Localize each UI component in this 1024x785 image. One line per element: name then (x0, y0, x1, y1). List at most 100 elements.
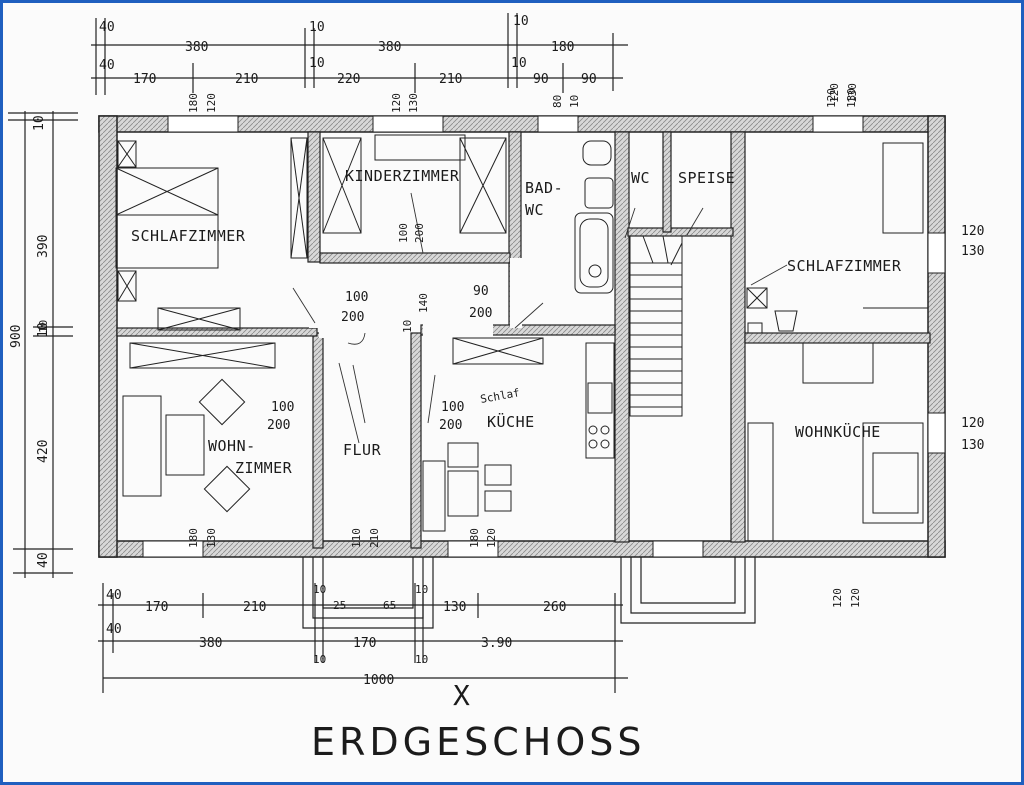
dim-door-4: 100 (345, 290, 368, 305)
dim-top2-5: 210 (439, 72, 462, 87)
dim-bottom2-1: 380 (199, 636, 222, 651)
top-dimension-lines (91, 13, 628, 95)
dim-right-1: 130 (961, 244, 984, 259)
bottom-dimension-lines (98, 583, 628, 693)
dim-right-5: 130 (846, 83, 859, 103)
room-label-wohnzimmer-2: ZIMMER (235, 459, 293, 477)
dim-left-4: 420 (36, 440, 51, 463)
dim-bottom1-7: 130 (443, 600, 466, 615)
dim-bottom1-2: 210 (243, 600, 266, 615)
dim-bottom1-8: 260 (543, 600, 566, 615)
dim-bright-0: 120 (831, 588, 844, 608)
dim-window-3: 130 (407, 93, 420, 113)
kitchen-furniture (422, 337, 615, 532)
left-dimension-lines (8, 111, 78, 578)
dim-window-2: 120 (390, 93, 403, 113)
plan-title: ERDGESCHOSS (311, 720, 646, 764)
dim-top2-3: 10 (309, 56, 325, 71)
dim-bottom2-2: 10 (313, 653, 326, 666)
dim-door-0: 100 (397, 223, 410, 243)
dim-right-0: 120 (961, 224, 984, 239)
room-label-kueche: KÜCHE (487, 412, 535, 431)
dim-window-4: 80 (551, 95, 564, 108)
dim-door-12: 10 (37, 320, 50, 333)
dim-top1-3: 380 (378, 40, 401, 55)
room-label-wohnzimmer: WOHN- (208, 437, 256, 455)
dim-left-3: 10 (36, 322, 51, 338)
room-label-wc: WC (631, 169, 650, 187)
dim-bwin-3: 210 (368, 528, 381, 548)
dim-bottom2-5: 3.90 (481, 636, 512, 651)
dim-bwin-5: 120 (485, 528, 498, 548)
dim-bwin-1: 130 (205, 528, 218, 548)
living-room-furniture (122, 342, 276, 513)
dim-bottom1-1: 170 (145, 600, 168, 615)
room-label-schlafzimmer-right: SCHLAFZIMMER (787, 257, 902, 275)
dim-top2-8: 90 (581, 72, 597, 87)
dim-left-1: 390 (36, 235, 51, 258)
inner-walls (116, 131, 931, 549)
dim-top2-1: 170 (133, 72, 156, 87)
dim-bottom1-4: 25 (333, 599, 346, 612)
dim-door-1: 200 (413, 223, 426, 243)
room-label-bad-wc: WC (525, 201, 544, 219)
dim-top2-7: 90 (533, 72, 549, 87)
bathroom-fixtures (574, 140, 614, 294)
dim-bottom2-0: 40 (106, 622, 122, 637)
floor-plan-drawing: SCHLAFZIMMER KINDERZIMMER BAD- WC WC SPE… (8, 13, 984, 764)
bedroom-furniture (115, 137, 308, 331)
dim-bright-1: 120 (849, 588, 862, 608)
dim-door-7: 200 (267, 418, 290, 433)
dim-bottom-total: 1000 (363, 673, 394, 688)
dim-door-10: 10 (401, 320, 414, 333)
dim-top1-0: 40 (99, 20, 115, 35)
room-label-flur: FLUR (343, 441, 382, 459)
dim-top1-4: 10 (513, 14, 529, 29)
dim-bwin-4: 180 (468, 528, 481, 548)
dim-right-3: 130 (961, 438, 984, 453)
dim-left-2: 900 (9, 325, 24, 348)
dim-door-9: 200 (439, 418, 462, 433)
room-label-schlafzimmer-left: SCHLAFZIMMER (131, 227, 246, 245)
dim-window-5: 10 (568, 95, 581, 108)
dim-bwin-0: 180 (187, 528, 200, 548)
dim-door-2: 90 (473, 284, 489, 299)
dim-right-4: 120 (828, 83, 841, 103)
dim-door-11: 140 (417, 293, 430, 313)
dim-bottom1-6: 10 (415, 583, 428, 596)
title-mark: X (453, 679, 470, 712)
door-swing-sketches (292, 192, 788, 444)
dim-window-1: 120 (205, 93, 218, 113)
right-unit-furniture (746, 142, 928, 542)
entrance-steps (302, 557, 756, 629)
staircase (629, 235, 683, 417)
kitchen-handwritten-note: Schlaf (479, 386, 520, 406)
dim-bottom1-5: 65 (383, 599, 396, 612)
dim-bwin-2: 110 (350, 528, 363, 548)
dim-top1-5: 180 (551, 40, 574, 55)
dim-top1-1: 380 (185, 40, 208, 55)
dim-top2-4: 220 (337, 72, 360, 87)
room-label-bad: BAD- (525, 179, 563, 197)
dim-left-5: 40 (36, 552, 51, 568)
door-openings (309, 258, 522, 338)
dim-bottom1-0: 40 (106, 588, 122, 603)
dim-top2-2: 210 (235, 72, 258, 87)
dim-window-0: 180 (187, 93, 200, 113)
dim-top2-0: 40 (99, 58, 115, 73)
dim-door-8: 100 (441, 400, 464, 415)
room-label-speise: SPEISE (678, 169, 735, 187)
room-label-kinderzimmer: KINDERZIMMER (345, 167, 460, 185)
dim-door-3: 200 (469, 306, 492, 321)
dim-top1-2: 10 (309, 20, 325, 35)
top-windows (142, 115, 946, 558)
dim-door-6: 100 (271, 400, 294, 415)
dim-bottom2-3: 170 (353, 636, 376, 651)
dim-window-7: 130 (845, 88, 858, 108)
dim-bottom1-3: 10 (313, 583, 326, 596)
dim-left-0: 10 (32, 115, 47, 131)
kinderzimmer-furniture (322, 134, 507, 234)
dim-right-2: 120 (961, 416, 984, 431)
dim-window-6: 120 (825, 88, 838, 108)
